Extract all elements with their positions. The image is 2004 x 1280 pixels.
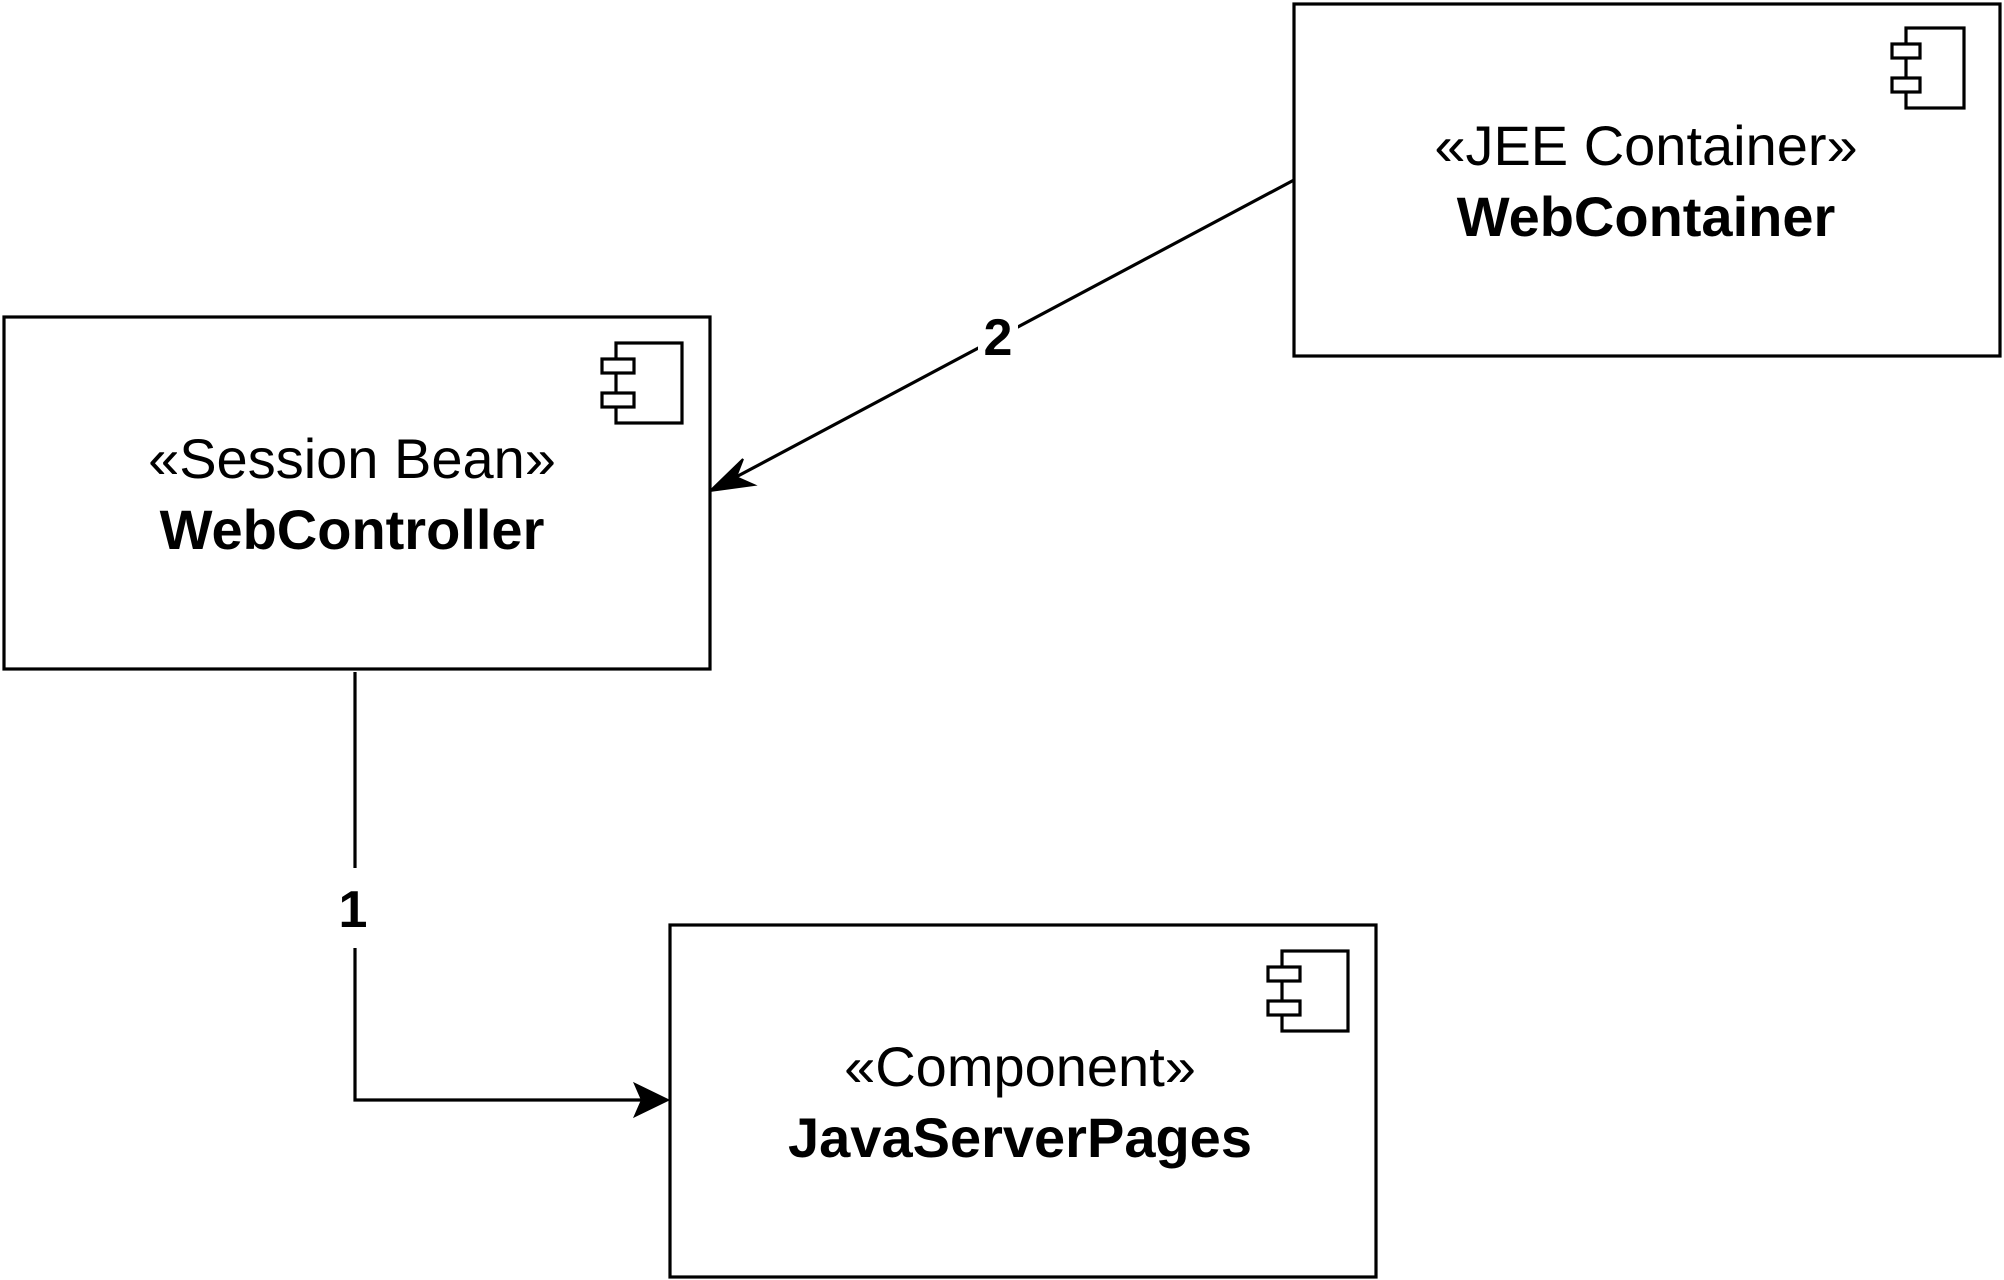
component-web-controller[interactable]: «Session Bean» WebController: [2, 315, 712, 671]
component-web-controller-box: [2, 315, 712, 671]
component-web-container-box: [1292, 2, 2002, 358]
edge-controller-to-jsp: 1: [330, 672, 671, 1119]
edge-container-to-controller-label: 2: [984, 309, 1013, 367]
component-java-server-pages[interactable]: «Component» JavaServerPages: [668, 923, 1378, 1279]
edge-controller-to-jsp-label: 1: [339, 881, 368, 939]
component-web-container-name: WebContainer: [1457, 185, 1836, 248]
edge-container-to-controller: 2: [707, 178, 1295, 493]
arrowhead-icon: [632, 1081, 671, 1119]
component-web-controller-name: WebController: [160, 498, 545, 561]
edge-container-to-controller-label-bg: [978, 308, 1018, 364]
component-icon: [1890, 26, 1966, 110]
component-web-container-stereotype: «JEE Container»: [1434, 114, 1857, 177]
component-java-server-pages-stereotype: «Component»: [844, 1035, 1196, 1098]
component-java-server-pages-name: JavaServerPages: [788, 1106, 1252, 1169]
edge-controller-to-jsp-label-bg: [330, 868, 380, 948]
component-java-server-pages-box: [668, 923, 1378, 1279]
edge-controller-to-jsp-line: [353, 672, 650, 1102]
component-icon: [1266, 949, 1350, 1033]
component-web-controller-stereotype: «Session Bean»: [148, 427, 556, 490]
component-web-container[interactable]: «JEE Container» WebContainer: [1292, 2, 2002, 358]
arrowhead-icon: [707, 458, 758, 493]
component-icon: [600, 341, 684, 425]
